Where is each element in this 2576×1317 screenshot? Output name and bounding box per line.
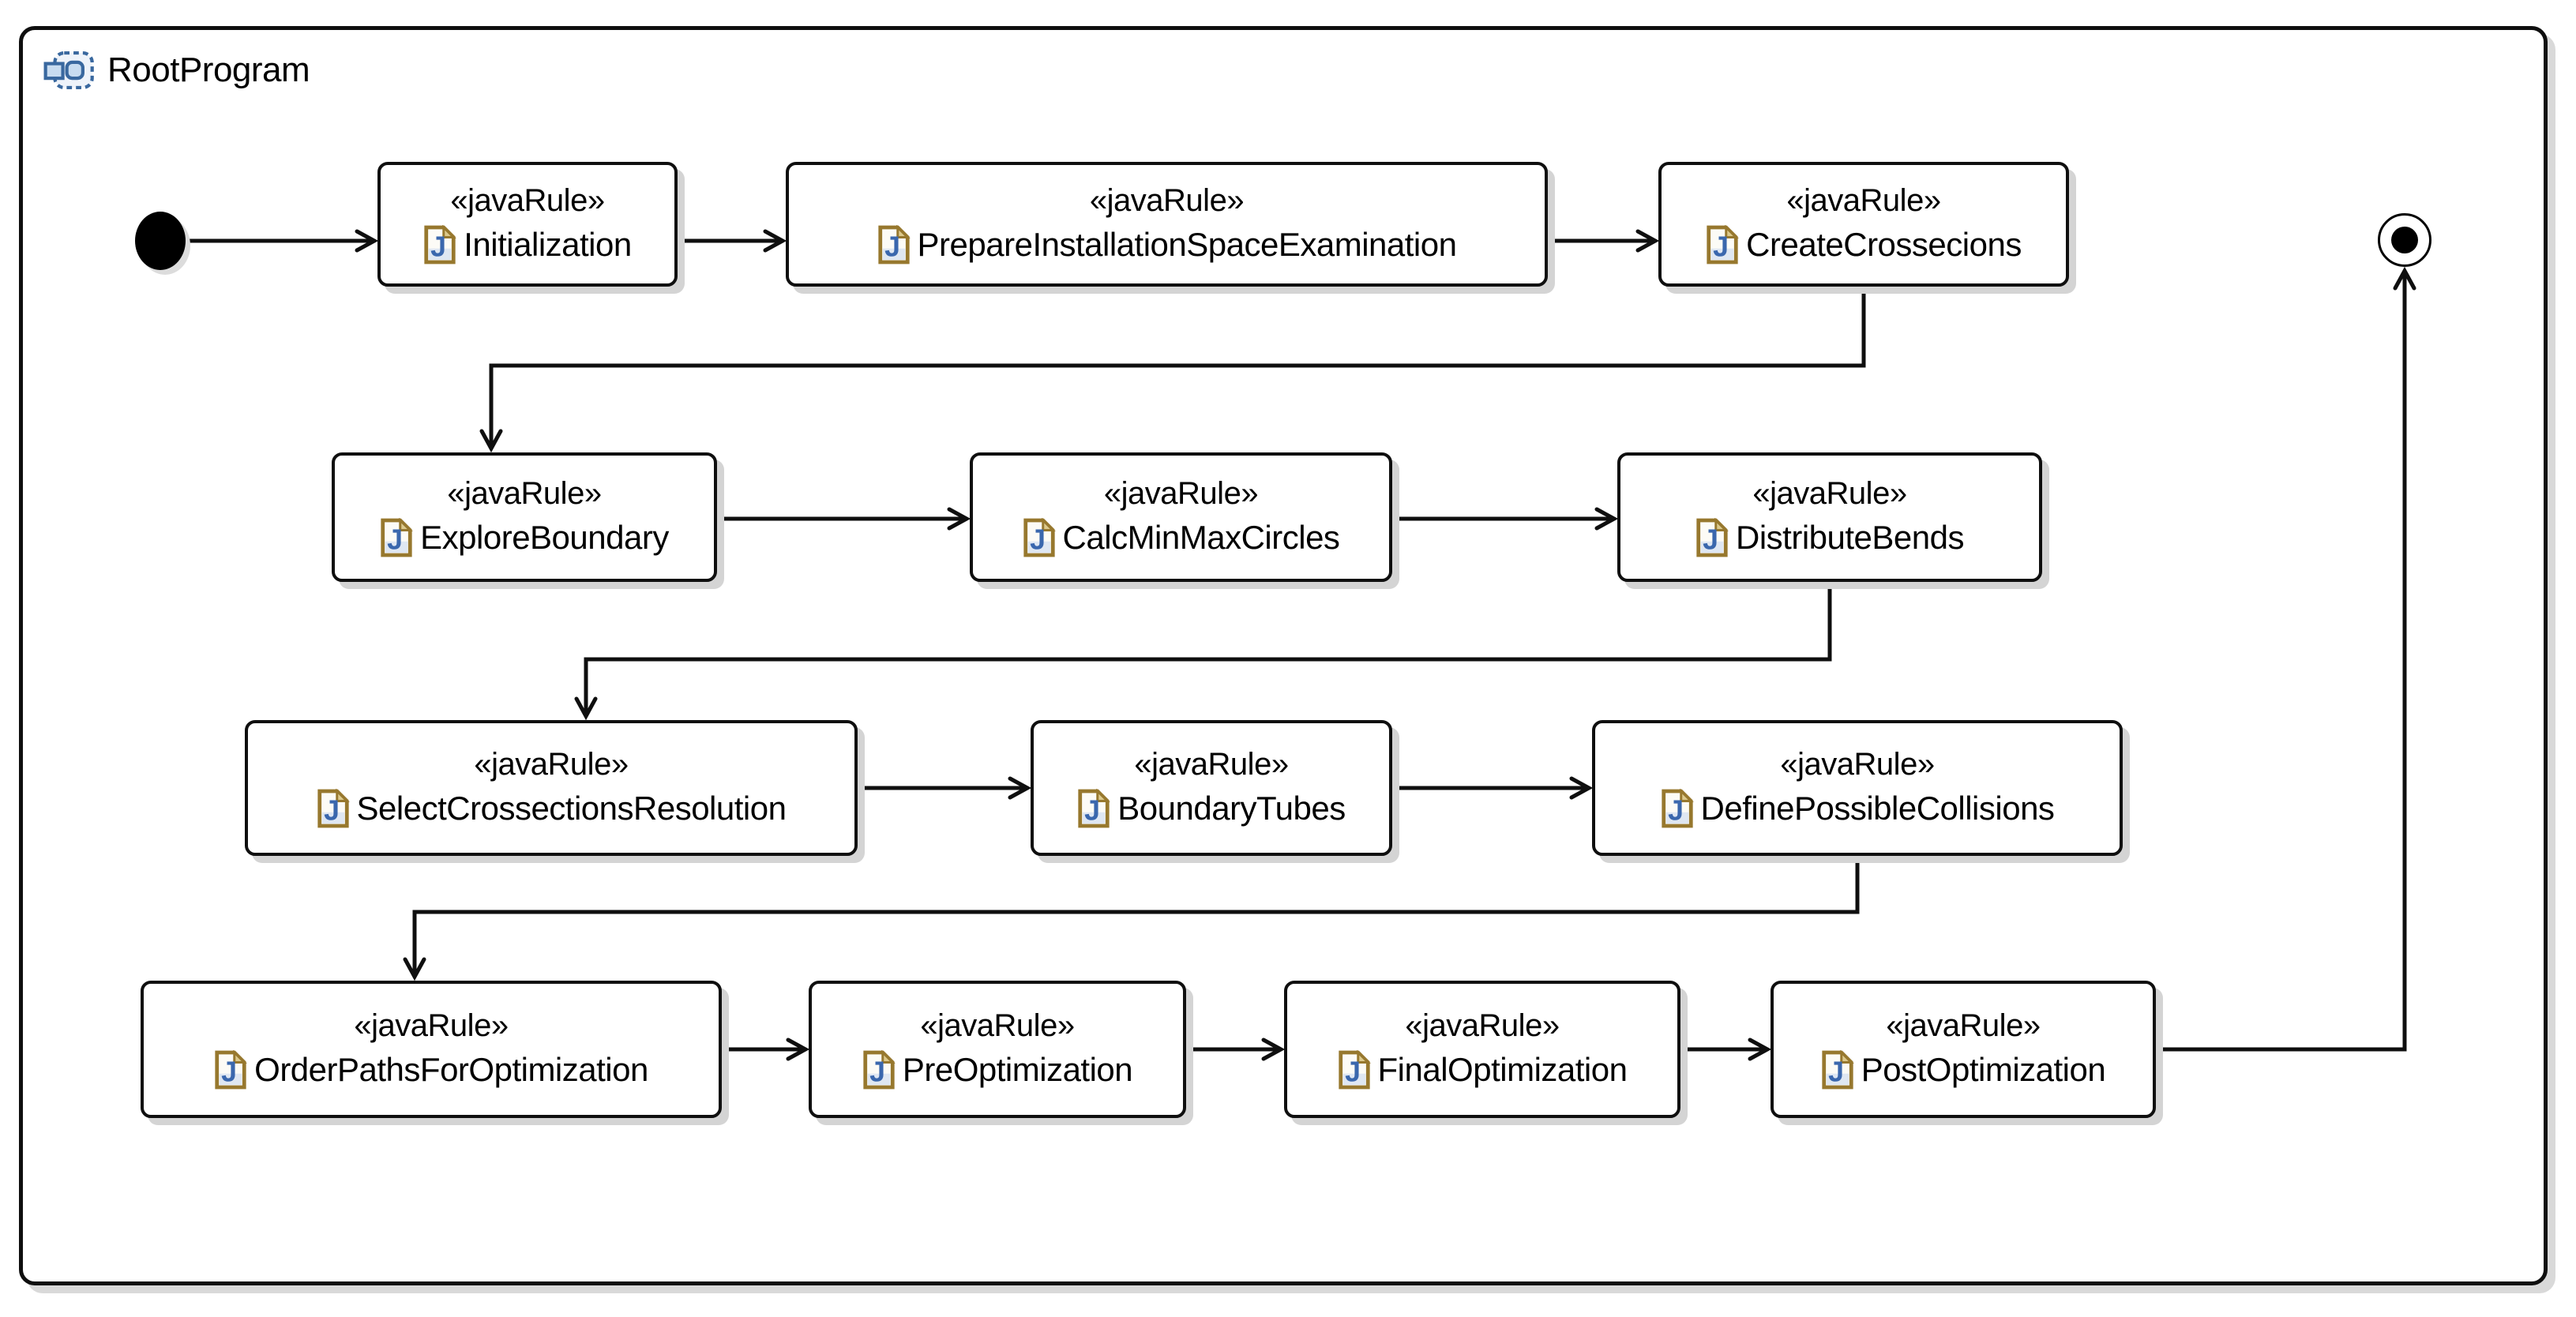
activity-node-prepareinstallationspaceexamination[interactable]: «javaRule» PrepareInstallationSpaceExami… bbox=[786, 162, 1548, 287]
activity-name: Initialization bbox=[464, 225, 632, 263]
activity-name: PrepareInstallationSpaceExamination bbox=[917, 225, 1457, 263]
activity-name: PreOptimization bbox=[902, 1050, 1133, 1088]
java-file-icon bbox=[1023, 518, 1056, 557]
edge-definepossiblecollisions-to-orderpathsforoptimization[interactable] bbox=[403, 856, 1860, 981]
activity-node-selectcrossectionsresolution[interactable]: «javaRule» SelectCrossectionsResolution bbox=[245, 720, 858, 856]
stereotype-label: «javaRule» bbox=[447, 476, 602, 511]
activity-name: CalcMinMaxCircles bbox=[1062, 518, 1340, 556]
edge-postoptimization-to-final[interactable] bbox=[2157, 266, 2416, 1052]
stereotype-label: «javaRule» bbox=[1405, 1008, 1560, 1043]
activity-node-initialization[interactable]: «javaRule» Initialization bbox=[377, 162, 678, 287]
java-file-icon bbox=[1077, 789, 1110, 828]
stereotype-label: «javaRule» bbox=[1786, 183, 1941, 218]
activity-name: BoundaryTubes bbox=[1117, 789, 1346, 827]
activity-node-orderpathsforoptimization[interactable]: «javaRule» OrderPathsForOptimization bbox=[141, 981, 722, 1118]
activity-name: SelectCrossectionsResolution bbox=[356, 789, 787, 827]
activity-node-definepossiblecollisions[interactable]: «javaRule» DefinePossibleCollisions bbox=[1592, 720, 2123, 856]
activity-name: DefinePossibleCollisions bbox=[1700, 789, 2055, 827]
java-file-icon bbox=[1338, 1050, 1371, 1090]
activity-name: FinalOptimization bbox=[1377, 1050, 1628, 1088]
java-file-icon bbox=[317, 789, 350, 828]
activity-node-calcminmaxcircles[interactable]: «javaRule» CalcMinMaxCircles bbox=[970, 452, 1392, 582]
activity-diagram-icon bbox=[43, 49, 96, 92]
stereotype-label: «javaRule» bbox=[474, 747, 629, 782]
activity-node-boundarytubes[interactable]: «javaRule» BoundaryTubes bbox=[1031, 720, 1392, 856]
edge-createcrossecions-to-exploreboundary[interactable] bbox=[479, 287, 1866, 453]
java-file-icon bbox=[877, 225, 911, 265]
diagram-title: RootProgram bbox=[107, 51, 310, 89]
diagram-header: RootProgram bbox=[43, 49, 310, 92]
activity-node-createcrossecions[interactable]: «javaRule» CreateCrossecions bbox=[1658, 162, 2069, 287]
initial-node[interactable] bbox=[135, 212, 186, 270]
stereotype-label: «javaRule» bbox=[1103, 476, 1259, 511]
activity-final-dot bbox=[2391, 227, 2418, 253]
activity-name: OrderPathsForOptimization bbox=[254, 1050, 648, 1088]
activity-node-finaloptimization[interactable]: «javaRule» FinalOptimization bbox=[1284, 981, 1680, 1118]
edge-distributebends-to-selectcrossectionsresolution[interactable] bbox=[574, 582, 1832, 721]
java-file-icon bbox=[1661, 789, 1694, 828]
activity-node-preoptimization[interactable]: «javaRule» PreOptimization bbox=[809, 981, 1186, 1118]
stereotype-label: «javaRule» bbox=[1780, 747, 1935, 782]
java-file-icon bbox=[862, 1050, 896, 1090]
activity-node-exploreboundary[interactable]: «javaRule» ExploreBoundary bbox=[332, 452, 717, 582]
stereotype-label: «javaRule» bbox=[354, 1008, 509, 1043]
java-file-icon bbox=[1706, 225, 1739, 265]
java-file-icon bbox=[423, 225, 456, 265]
java-file-icon bbox=[1695, 518, 1729, 557]
stereotype-label: «javaRule» bbox=[1134, 747, 1289, 782]
java-file-icon bbox=[1821, 1050, 1854, 1090]
activity-node-distributebends[interactable]: «javaRule» DistributeBends bbox=[1617, 452, 2042, 582]
java-file-icon bbox=[380, 518, 413, 557]
stereotype-label: «javaRule» bbox=[1886, 1008, 2041, 1043]
stereotype-label: «javaRule» bbox=[1752, 476, 1907, 511]
stereotype-label: «javaRule» bbox=[450, 183, 605, 218]
java-file-icon bbox=[214, 1050, 247, 1090]
activity-final-node[interactable] bbox=[2378, 213, 2431, 267]
activity-node-postoptimization[interactable]: «javaRule» PostOptimization bbox=[1771, 981, 2156, 1118]
stereotype-label: «javaRule» bbox=[920, 1008, 1075, 1043]
activity-name: CreateCrossecions bbox=[1746, 225, 2022, 263]
activity-name: PostOptimization bbox=[1861, 1050, 2106, 1088]
activity-name: DistributeBends bbox=[1736, 518, 1964, 556]
stereotype-label: «javaRule» bbox=[1089, 183, 1245, 218]
activity-name: ExploreBoundary bbox=[420, 518, 669, 556]
